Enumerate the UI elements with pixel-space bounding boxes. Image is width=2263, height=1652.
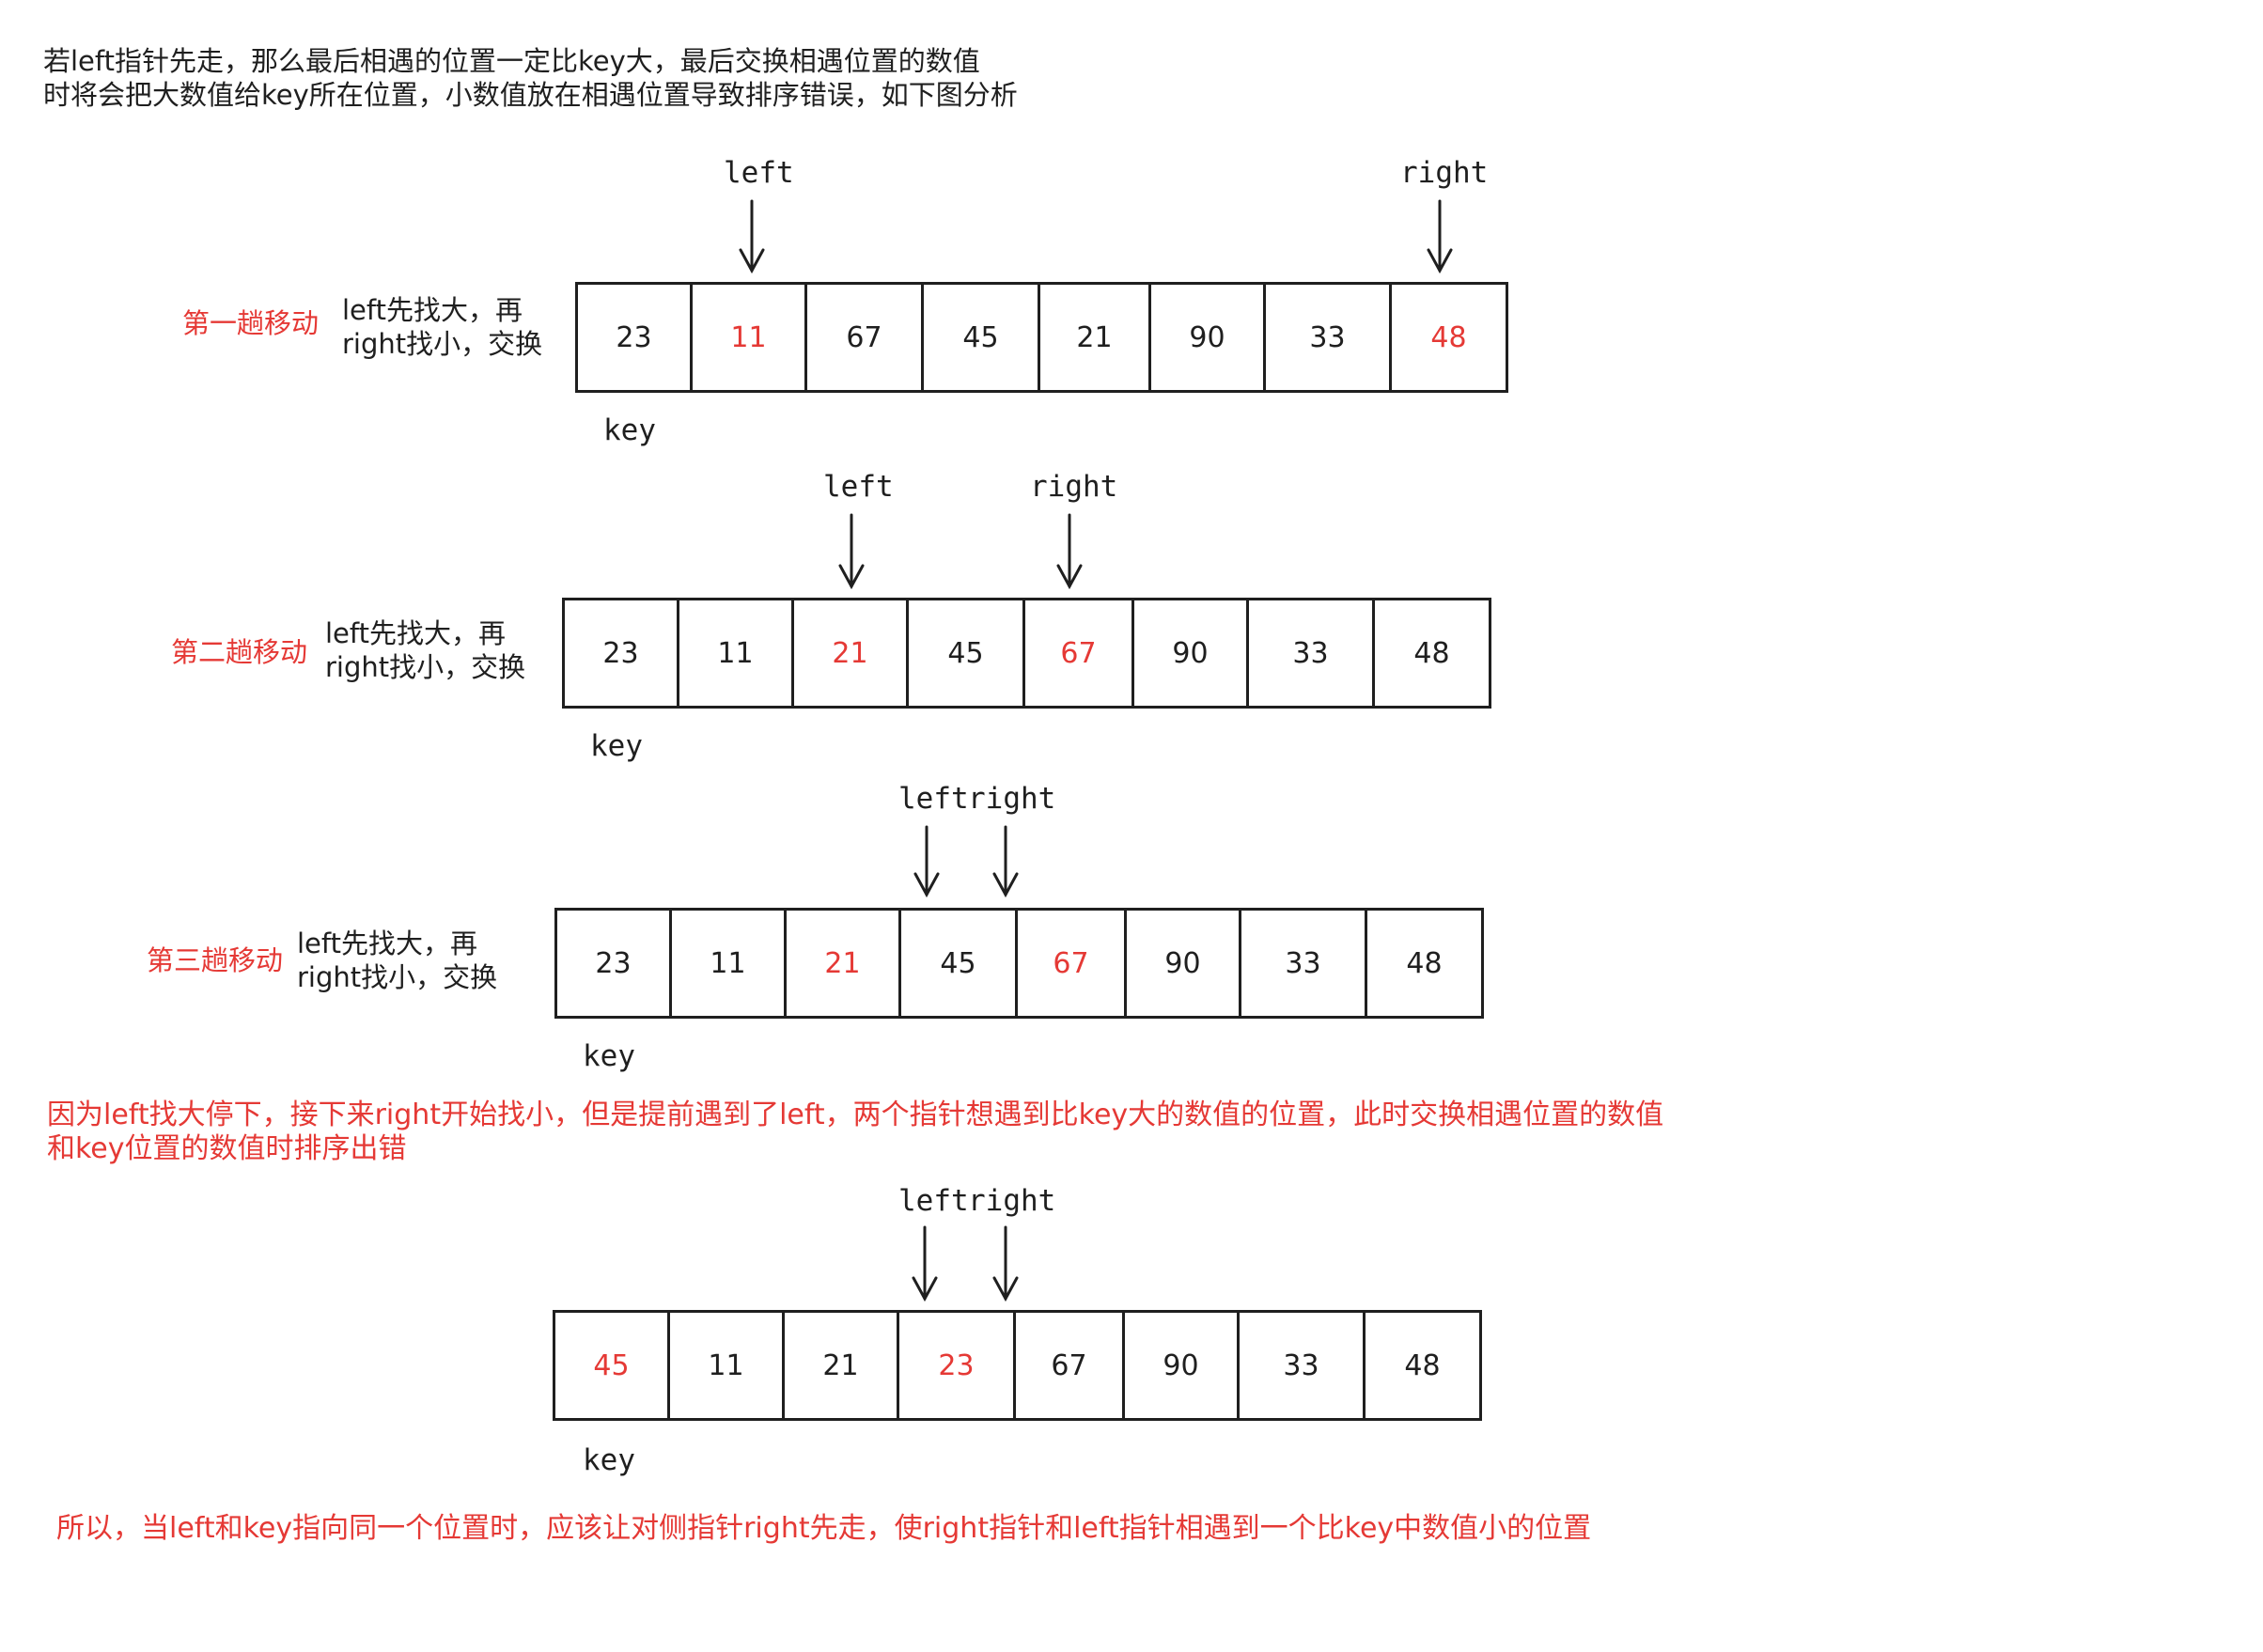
stage-1-left-pointer-label: left [724,156,794,190]
stage-3-label: 第三趟移动 [147,944,284,976]
stage-3-cell-7: 48 [1365,908,1484,1019]
stage-2-cell-0: 23 [562,598,679,709]
stage-4-cell-1: 11 [667,1310,785,1421]
stage-2-key-label: key [590,729,643,763]
stage-4-cell-2: 21 [782,1310,899,1421]
stage-1-label: 第一趟移动 [182,307,320,339]
stage-4-cell-3: 23 [897,1310,1016,1421]
stage-4-cell-0: 45 [553,1310,670,1421]
stage-3-cell-2: 21 [784,908,901,1019]
stage-1-cell-3: 45 [921,282,1040,393]
stage-1-cell-7: 48 [1389,282,1508,393]
intro-line-1: 若left指针先走，那么最后相遇的位置一定比key大，最后交换相遇位置的数值 [43,45,980,77]
intro-line-2: 时将会把大数值给key所在位置，小数值放在相遇位置导致排序错误，如下图分析 [43,79,1018,111]
stage-1-right-pointer-label: right [1400,156,1489,190]
stage-2-cell-5: 90 [1132,598,1249,709]
stage-2-desc-line-2: right找小，交换 [325,651,526,683]
stage-3-left-arrow-icon [913,825,940,898]
stage-2-cell-3: 45 [906,598,1025,709]
stage-4-key-label: key [583,1443,635,1477]
stage-3-right-arrow-icon [992,825,1019,898]
stage-2-label: 第二趟移动 [171,636,308,668]
stage-2-left-pointer-label: left [823,470,894,504]
explanation-line-2: 和key位置的数值时排序出错 [47,1132,407,1165]
stage-1-cell-1: 11 [690,282,807,393]
stage-1-cell-6: 33 [1263,282,1392,393]
stage-1-key-label: key [603,413,656,447]
stage-1-left-arrow-icon [739,199,765,274]
stage-3-desc-line-2: right找小，交换 [297,961,498,993]
stage-4-left-pointer-label: left [898,1184,969,1218]
stage-3-right-pointer-label: right [968,782,1056,816]
stage-4-cell-4: 67 [1013,1310,1125,1421]
stage-2-left-arrow-icon [838,513,865,590]
stage-3-cell-1: 11 [669,908,787,1019]
stage-2-right-arrow-icon [1056,513,1083,590]
stage-1-desc-line-2: right找小，交换 [342,328,543,360]
stage-2-cell-6: 33 [1246,598,1375,709]
stage-3-cell-0: 23 [554,908,672,1019]
stage-4-right-arrow-icon [992,1225,1019,1302]
stage-3-desc-line-1: left先找大，再 [297,927,477,959]
stage-3-left-pointer-label: left [898,782,969,816]
stage-2-cell-1: 11 [677,598,794,709]
stage-2-cell-7: 48 [1372,598,1491,709]
stage-4-left-arrow-icon [912,1225,938,1302]
stage-2-cell-2: 21 [791,598,909,709]
stage-4-cell-6: 33 [1237,1310,1366,1421]
stage-1-cell-0: 23 [575,282,693,393]
stage-2-cell-4: 67 [1022,598,1134,709]
stage-3-cell-6: 33 [1239,908,1367,1019]
stage-4-cell-5: 90 [1122,1310,1240,1421]
stage-1-cell-5: 90 [1148,282,1266,393]
stage-2-right-pointer-label: right [1030,470,1118,504]
stage-3-key-label: key [583,1039,635,1073]
stage-4-right-pointer-label: right [968,1184,1056,1218]
stage-4-cell-7: 48 [1363,1310,1482,1421]
stage-1-right-arrow-icon [1427,199,1453,274]
stage-2-desc-line-1: left先找大，再 [325,617,506,649]
stage-1-desc-line-1: left先找大，再 [342,294,523,326]
stage-3-cell-3: 45 [898,908,1018,1019]
stage-3-cell-5: 90 [1124,908,1241,1019]
stage-1-cell-4: 21 [1038,282,1151,393]
explanation-line-1: 因为left找大停下，接下来right开始找小，但是提前遇到了left，两个指针… [47,1099,1664,1131]
stage-1-cell-2: 67 [804,282,924,393]
stage-3-cell-4: 67 [1015,908,1127,1019]
conclusion-text: 所以，当left和key指向同一个位置时，应该让对侧指针right先走，使rig… [56,1512,1592,1545]
